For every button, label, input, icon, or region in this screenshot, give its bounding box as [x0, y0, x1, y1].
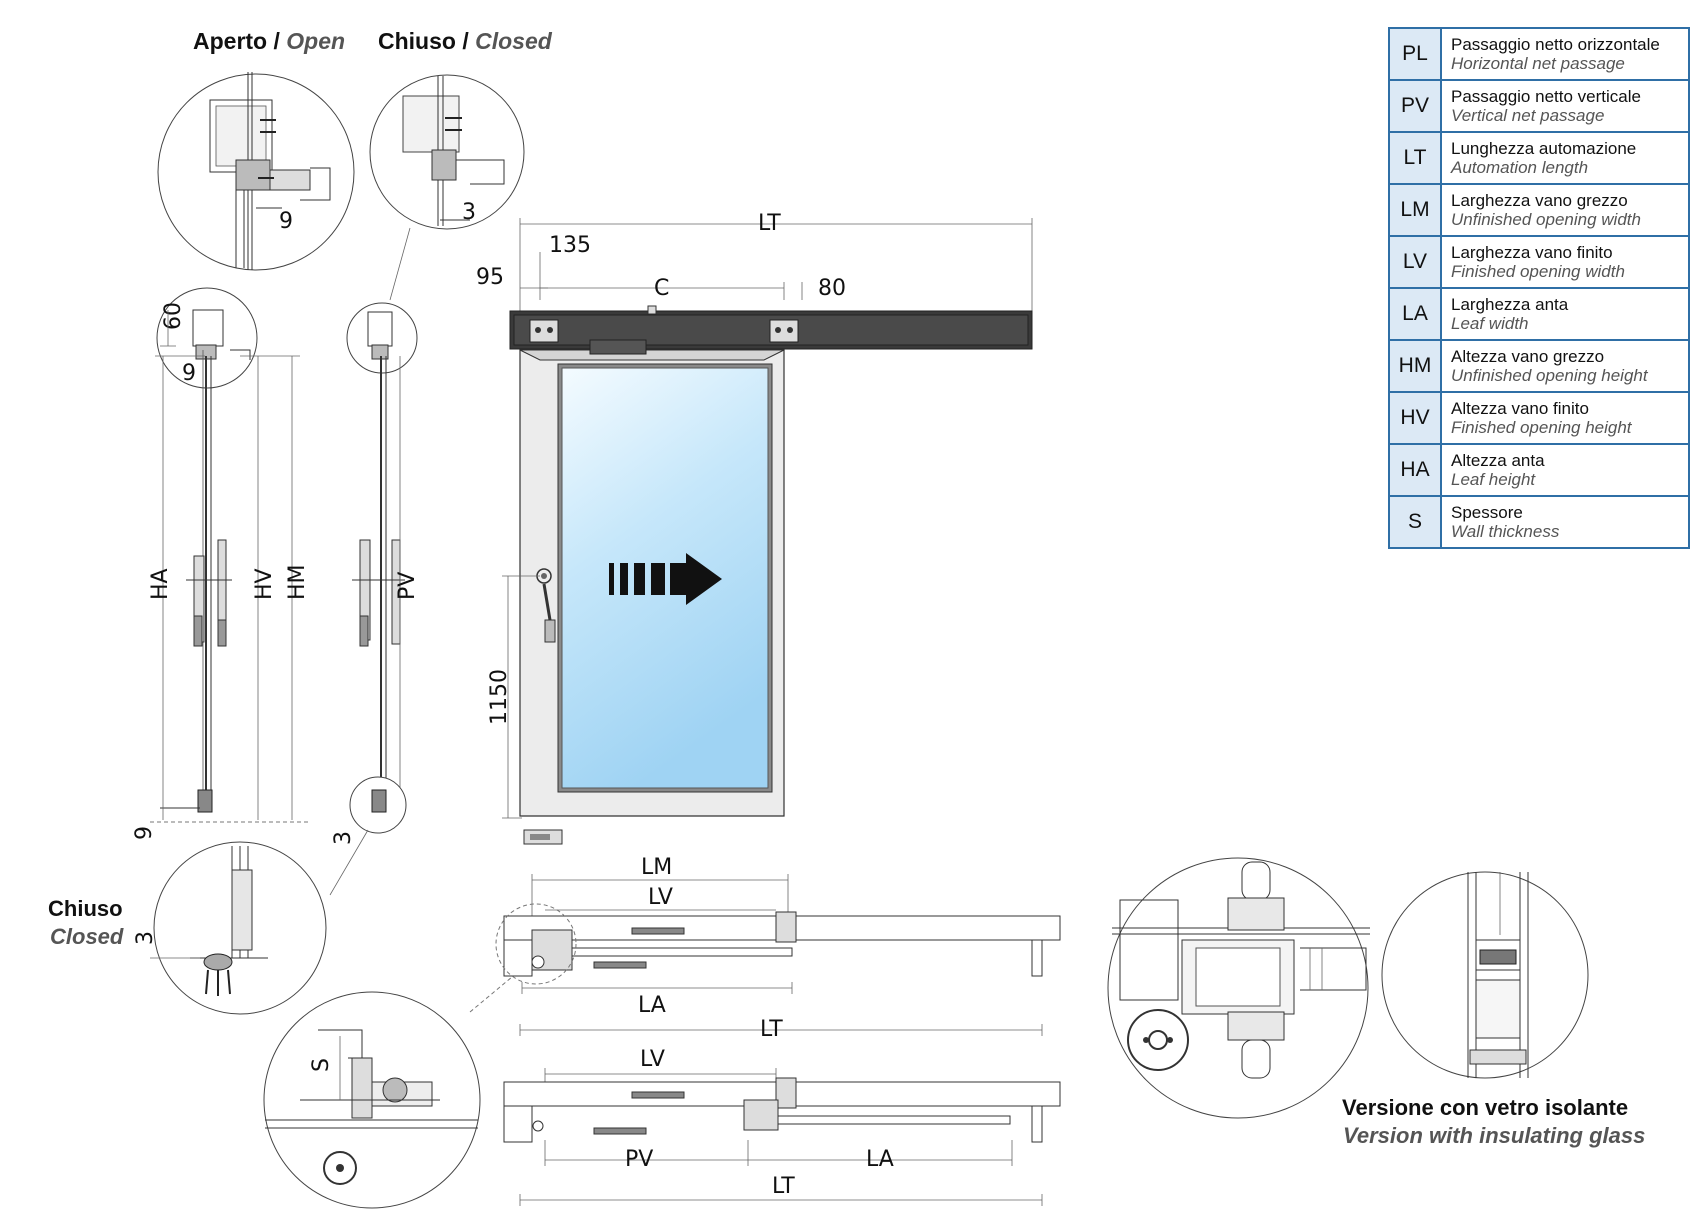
legend-code: HV	[1388, 391, 1442, 445]
dim-3-bottom: 3	[331, 831, 356, 845]
dim-1150: 1150	[487, 669, 512, 725]
dim-3-closed-top: 3	[462, 200, 476, 225]
legend-code: LA	[1388, 287, 1442, 341]
dim-LV-2: LV	[640, 1047, 665, 1072]
dim-HA: HA	[148, 568, 173, 600]
header-open: Aperto / Open	[193, 28, 345, 54]
legend-label-it: Passaggio netto verticale	[1451, 87, 1641, 106]
legend-code: LM	[1388, 183, 1442, 237]
legend-label-it: Altezza vano grezzo	[1451, 347, 1605, 366]
plan-view-open: LV PV LA LT	[503, 1047, 1061, 1206]
legend-label-en: Horizontal net passage	[1451, 54, 1625, 73]
legend-code: PV	[1388, 79, 1442, 133]
dim-LT-top: LT	[758, 211, 781, 236]
section-open: 9 9 60 HA HV HM 9	[132, 72, 355, 840]
caption-line-1: Versione con vetro isolante	[1342, 1095, 1628, 1120]
legend-code: PL	[1388, 27, 1442, 81]
legend-label-en: Leaf width	[1451, 314, 1529, 333]
dim-HV: HV	[252, 568, 277, 600]
header-closed: Chiuso / Closed	[378, 28, 553, 54]
front-elevation: LT 135 95 C 80	[476, 211, 1033, 845]
legend-label-en: Wall thickness	[1451, 522, 1560, 541]
legend-label-it: Spessore	[1451, 503, 1523, 522]
detail-insulating-glass	[1107, 857, 1370, 1119]
arrow-right-icon	[609, 553, 722, 605]
detail-closed-bottom: 3	[133, 841, 327, 1015]
legend-code: HA	[1388, 443, 1442, 497]
legend-label-en: Automation length	[1451, 158, 1589, 177]
dim-95: 95	[476, 265, 504, 290]
dim-60: 60	[161, 302, 186, 330]
legend-label-it: Larghezza vano grezzo	[1451, 191, 1628, 210]
legend-label-en: Leaf height	[1451, 470, 1536, 489]
legend-label-it: Passaggio netto orizzontale	[1451, 35, 1660, 54]
dim-LT-1: LT	[760, 1017, 783, 1042]
legend-code: LV	[1388, 235, 1442, 289]
label-closed-bottom-it: Chiuso	[48, 896, 123, 921]
dim-135: 135	[549, 233, 591, 258]
legend-label-it: Altezza vano finito	[1451, 399, 1589, 418]
legend-label-en: Unfinished opening height	[1451, 366, 1648, 385]
dim-3-detail: 3	[133, 931, 158, 945]
label-closed-bottom-en: Closed	[50, 924, 124, 949]
dim-LA-1: LA	[638, 993, 666, 1018]
legend-label-en: Finished opening width	[1451, 262, 1625, 281]
dim-PV: PV	[395, 572, 420, 600]
dim-9-open-top: 9	[279, 209, 293, 234]
dim-C: C	[654, 276, 669, 301]
legend-label-en: Vertical net passage	[1451, 106, 1605, 125]
plan-view-closed: LM LV LA LT	[495, 855, 1061, 1042]
dim-LV-1: LV	[648, 885, 673, 910]
legend-label-en: Unfinished opening width	[1451, 210, 1641, 229]
detail-insulating-glass-section	[1381, 871, 1589, 1079]
legend-label-it: Altezza anta	[1451, 451, 1545, 470]
section-closed: 3 PV 3	[329, 74, 525, 896]
legend-label-it: Larghezza vano finito	[1451, 243, 1613, 262]
dim-PV-plan: PV	[625, 1147, 653, 1172]
dim-LT-2: LT	[772, 1174, 795, 1199]
legend-label-it: Lunghezza automazione	[1451, 139, 1637, 158]
legend-label-en: Finished opening height	[1451, 418, 1632, 437]
detail-closed-top-content	[402, 76, 505, 226]
dim-S: S	[309, 1058, 334, 1072]
legend-code: HM	[1388, 339, 1442, 393]
dim-9-bottom: 9	[132, 826, 157, 840]
dim-80: 80	[818, 276, 846, 301]
legend-label-it: Larghezza anta	[1451, 295, 1569, 314]
legend-code: LT	[1388, 131, 1442, 185]
dim-HM: HM	[285, 564, 310, 600]
detail-top-view: S	[263, 961, 531, 1209]
caption-line-2: Version with insulating glass	[1343, 1123, 1645, 1148]
dim-LA-2: LA	[866, 1147, 894, 1172]
dim-LM: LM	[641, 855, 672, 880]
detail-open-top-content	[209, 72, 331, 270]
legend-code: S	[1388, 495, 1442, 549]
dim-9-open-mid: 9	[182, 361, 196, 386]
